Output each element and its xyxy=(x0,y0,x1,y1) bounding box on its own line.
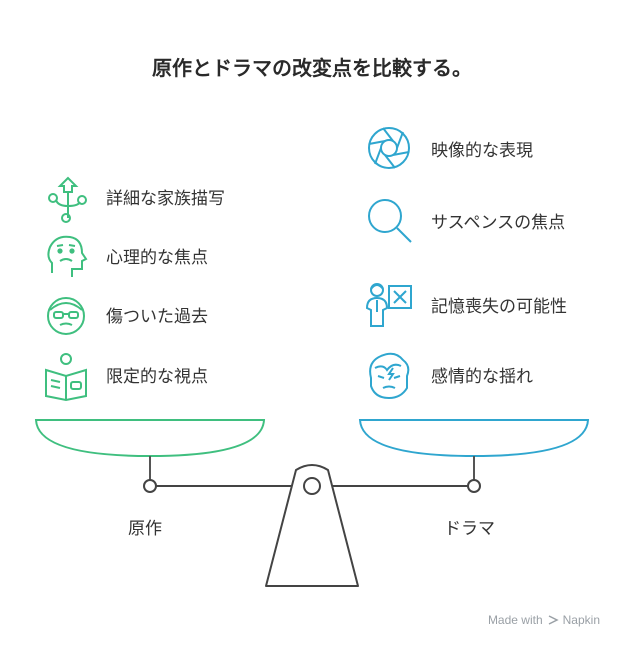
right-pan xyxy=(358,419,590,458)
right-item-visual: 映像的な表現 xyxy=(367,126,581,176)
left-item-label: 詳細な家族描写 xyxy=(106,189,225,209)
right-item-label: 感情的な揺れ xyxy=(431,367,533,387)
brand-text: Napkin xyxy=(562,613,600,627)
upset-face-icon xyxy=(369,352,410,400)
left-item-label: 限定的な視点 xyxy=(106,367,208,387)
made-with-text: Made with xyxy=(487,613,543,627)
right-item-label: 映像的な表現 xyxy=(431,141,533,161)
left-item-viewpoint: 限定的な視点 xyxy=(44,352,208,402)
scale-base xyxy=(265,464,359,587)
left-item-psychology: 心理的な焦点 xyxy=(44,233,208,283)
right-item-amnesia: 記憶喪失の可能性 xyxy=(365,282,581,332)
left-item-family: 詳細な家族描写 xyxy=(44,174,225,224)
center-pivot xyxy=(303,477,321,495)
right-item-label: 記憶喪失の可能性 xyxy=(431,297,567,317)
thinking-head-icon xyxy=(47,235,88,277)
camera-aperture-icon xyxy=(368,127,410,169)
reading-person-icon xyxy=(45,353,87,402)
wounded-face-icon xyxy=(47,297,85,335)
left-item-label: 傷ついた過去 xyxy=(106,307,208,327)
left-pivot xyxy=(143,479,157,493)
footer: Made with Napkin xyxy=(488,613,600,627)
magnifier-icon xyxy=(368,199,412,243)
person-x-icon xyxy=(365,283,412,327)
family-tree-icon xyxy=(48,176,87,223)
right-pivot xyxy=(467,479,481,493)
left-item-label: 心理的な焦点 xyxy=(106,248,208,268)
right-item-label: サスペンスの焦点 xyxy=(431,213,566,233)
left-item-past: 傷ついた過去 xyxy=(44,292,208,342)
right-base-label: ドラマ xyxy=(444,519,495,539)
left-pan xyxy=(34,419,266,458)
page-title: 原作とドラマの改変点を比較する。 xyxy=(152,56,472,80)
right-item-suspense: サスペンスの焦点 xyxy=(367,198,581,248)
napkin-logo-icon xyxy=(548,615,559,625)
left-base-label: 原作 xyxy=(128,519,162,539)
right-item-emotion: 感情的な揺れ xyxy=(367,352,581,402)
